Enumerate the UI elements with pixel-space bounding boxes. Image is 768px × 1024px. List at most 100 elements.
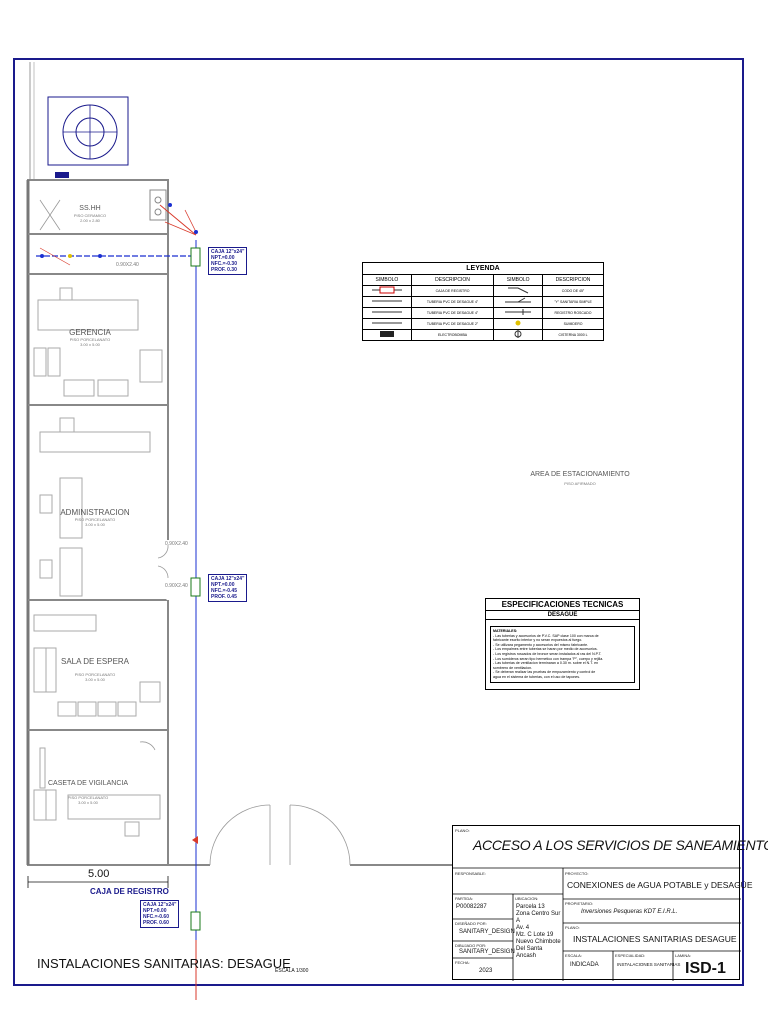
tb-plano2-label: PLANO:: [565, 925, 580, 930]
legend-desc: TUBERIA PVC DE DESAGUE 2": [410, 318, 495, 330]
tb-dibujado-label: DIBUJADO POR:: [455, 943, 487, 948]
tb-ubicacion-line: Del Santa: [516, 946, 543, 952]
tb-fecha: 2023: [479, 968, 493, 974]
room-gerencia: GERENCIA: [69, 328, 111, 337]
caja-line: NFC.=-0.60: [143, 914, 169, 920]
specs-heading: MATERIALES:: [493, 629, 518, 633]
caja-line: NFC.=-0.30: [211, 261, 237, 267]
cisterna-box: [47, 96, 129, 166]
tb-proyecto: CONEXIONES de AGUA POTABLE y DESAGÜE: [567, 880, 753, 890]
tb-partida: P00082287: [456, 904, 487, 910]
caja-line: PROF. 0.60: [143, 920, 169, 926]
room-ss-hh-floor: PISO CERAMICO: [73, 213, 107, 218]
specs-box: ESPECIFICACIONES TECNICAS DESAGUE MATERI…: [485, 598, 640, 690]
room-gerencia-floor: PISO PORCELANATO: [69, 337, 111, 342]
caja-line: NFC.=-0.45: [211, 588, 237, 594]
sheet-frame: [13, 58, 744, 986]
tb-propietario-label: PROPIETARIO:: [565, 901, 594, 906]
door-label: 0.90X2.40: [165, 541, 188, 547]
caja-detail-1: CAJA 12"x24" NPT.=0.00 NFC.=-0.30 PROF. …: [208, 247, 248, 275]
specs-subtitle: DESAGUE: [486, 611, 639, 620]
yee-icon: [493, 296, 544, 308]
specs-line: - Las tuberias de ventilacion terminaran…: [493, 661, 599, 666]
door-label: 0.90X2.40: [116, 262, 139, 268]
specs-line: - Se utilizara pegamento y accesorios de…: [493, 642, 589, 647]
caja-registro-2: [190, 577, 201, 597]
tb-responsable-label: RESPONSABLE:: [455, 871, 486, 876]
tb-especialidad-label: ESPECIALIDAD:: [615, 953, 646, 958]
legend-desc: CODO DE 45°: [542, 285, 604, 297]
caja-line: NPT.=0.00: [211, 255, 235, 261]
legend-title: LEYENDA: [362, 262, 604, 275]
legend-header: SIMBOLO: [362, 274, 412, 286]
caja-line: NPT.=0.00: [211, 582, 235, 588]
parking-area-label: AREA DE ESTACIONAMIENTO: [530, 471, 630, 478]
legend-table: LEYENDA SIMBOLO DESCRIPCION SIMBOLO DESC…: [362, 262, 604, 341]
legend-desc: CISTERNA 3000 L: [542, 329, 604, 341]
tb-especialidad: INSTALACIONES SANITARIAS: [617, 962, 681, 967]
tb-plano-label: PLANO:: [455, 828, 470, 833]
legend-desc: SUMIDERO: [542, 318, 604, 330]
specs-line: fabricante escrito interior y no seran e…: [493, 638, 583, 643]
dimension-label: 5.00: [88, 868, 110, 880]
room-caseta-area: 3.00 x 5.00: [78, 800, 98, 805]
room-administracion-area: 3.00 x 5.00: [85, 522, 105, 527]
specs-title: ESPECIFICACIONES TECNICAS: [486, 599, 639, 611]
tb-disenado: SANITARY_DESIGN: [459, 929, 515, 935]
tb-ubicacion-line: A: [516, 918, 521, 924]
specs-line: - Los sumideros seran tipo hermetico con…: [493, 656, 604, 661]
pipe-symbol-icon: [362, 307, 412, 319]
pipe-symbol-icon: [362, 296, 412, 308]
tb-escala-label: ESCALA:: [565, 953, 582, 958]
caja-title: CAJA 12"x24": [211, 576, 245, 582]
room-administracion: ADMINISTRACION: [60, 508, 130, 517]
plan-title: INSTALACIONES SANITARIAS: DESAGUE: [37, 956, 291, 971]
specs-line: - Se deberan realizar las pruebas de emp…: [493, 670, 596, 675]
tb-fecha-label: FECHA:: [455, 960, 470, 965]
tb-ubicacion-label: UBICACION:: [515, 896, 539, 901]
caja-line: NPT.=0.00: [143, 908, 167, 914]
room-caseta: CASETA DE VIGILANCIA: [48, 780, 129, 787]
specs-line: - Los registros roscados de bronce seran…: [493, 651, 602, 656]
caja-title: CAJA 12"x24": [143, 902, 177, 908]
tb-escala: INDICADA: [570, 962, 599, 968]
tb-main-title: ACCESO A LOS SERVICIOS DE SANEAMIENTO: [473, 837, 768, 853]
title-block: PLANO: ACCESO A LOS SERVICIOS DE SANEAMI…: [452, 825, 768, 981]
room-gerencia-area: 3.00 x 5.00: [80, 342, 100, 347]
electrobomba-icon: [362, 329, 412, 341]
specs-line: - Las tuberias y accesorios de P.V.C. SA…: [493, 633, 599, 638]
legend-header: DESCRIPCION: [542, 274, 604, 286]
caja-detail-2: CAJA 12"x24" NPT.=0.00 NFC.=-0.45 PROF. …: [208, 574, 248, 602]
tb-propietario: Inversiones Pesqueras KDT E.I.R.L.: [581, 909, 678, 915]
tb-disenado-label: DISEÑADO POR:: [455, 921, 487, 926]
tb-ubicacion-line: Ancash: [516, 953, 537, 959]
legend-desc: "Y" SANITARIA SIMPLE: [542, 296, 604, 308]
room-sala-espera-area: 3.00 x 5.00: [85, 677, 105, 682]
tb-plano: INSTALACIONES SANITARIAS DESAGUE: [573, 934, 737, 944]
tb-lamina: ISD-1: [685, 960, 726, 977]
caja-detail-3: CAJA 12"x24" NPT.=0.00 NFC.=-0.60 PROF. …: [140, 900, 180, 928]
registro-icon: [493, 307, 544, 319]
specs-line: - Los empalmes entre tuberias se haran p…: [493, 647, 598, 652]
legend-desc: CAJA DE REGISTRO: [410, 285, 495, 297]
room-sala-espera-floor: PISO PORCELANATO: [74, 672, 116, 677]
parking-floor: PISO AFIRMADO: [564, 481, 596, 486]
caja-line: PROF. 0.30: [211, 267, 237, 273]
legend-desc: ELECTROBOMBA: [410, 329, 495, 341]
tb-proyecto-label: PROYECTO:: [565, 871, 589, 876]
cisterna-symbol-icon: [493, 329, 544, 341]
tb-lamina-label: LAMINA:: [675, 953, 692, 958]
tb-partida-label: PARTIDA:: [455, 896, 474, 901]
caja-title: CAJA 12"x24": [211, 249, 245, 255]
caja-registro-1: [190, 247, 201, 267]
caja-registro-3: [190, 911, 201, 931]
legend-header: DESCRIPCION: [410, 274, 495, 286]
sumidero-icon: [493, 318, 544, 330]
room-administracion-floor: PISO PORCELANATO: [74, 517, 116, 522]
tb-dibujado: SANITARY_DESIGN: [459, 949, 515, 955]
room-caseta-floor: PISO PORCELANATO: [67, 795, 109, 800]
pipe-2in-symbol-icon: [362, 318, 412, 330]
caja-symbol-icon: [362, 285, 412, 297]
specs-line: sombrero de ventilacion.: [493, 665, 533, 670]
